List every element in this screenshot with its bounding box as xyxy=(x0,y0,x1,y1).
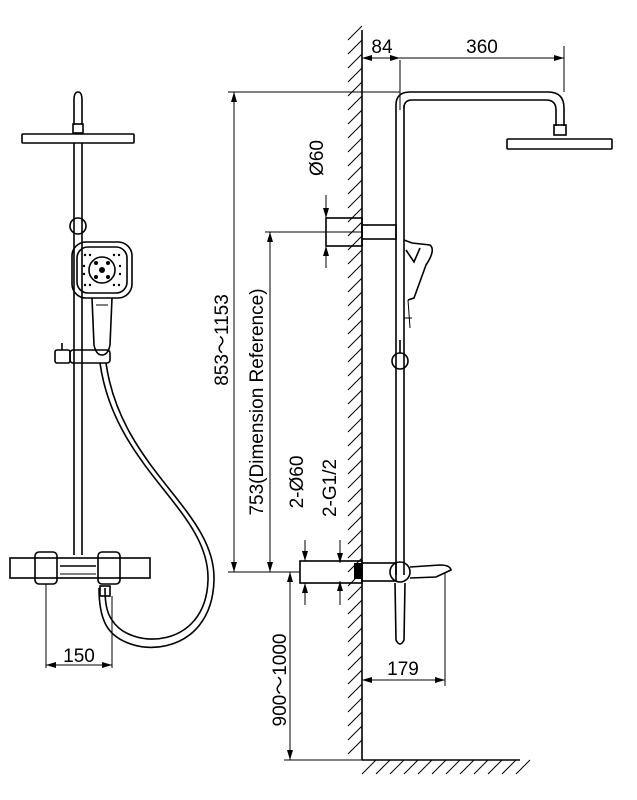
wall-hatch-line xyxy=(347,403,363,419)
wall-hatch-line xyxy=(347,249,363,265)
wall-hatch-line xyxy=(347,333,363,349)
dim-spout-reach: 179 xyxy=(362,572,446,686)
floor-hatch-line xyxy=(445,759,461,775)
slide-holder xyxy=(54,343,111,364)
wall-hatch-line xyxy=(347,137,363,153)
dim-inlet-thread-label: 2-G1/2 xyxy=(320,459,341,517)
wall-hatch-line xyxy=(347,263,363,279)
wall-hatch-line xyxy=(347,291,363,307)
wall-hatch-line xyxy=(347,305,363,321)
wall-hatch-line xyxy=(347,445,363,461)
wall-hatch-line xyxy=(347,711,363,727)
floor-hatch-line xyxy=(473,759,489,775)
front-view: 150 xyxy=(9,91,215,668)
side-view: 84 360 Ø60 853～1153 753(Dimension Refere… xyxy=(212,25,613,775)
dim-reference: 753(Dimension Reference) xyxy=(247,231,362,572)
wall-hatch-line xyxy=(347,431,363,447)
hand-shower xyxy=(71,241,133,356)
floor-hatch-line xyxy=(403,759,419,775)
side-riser-pipe xyxy=(395,60,565,575)
side-slide-knob xyxy=(391,352,409,370)
wall-hatch-line xyxy=(347,67,363,83)
side-mixer xyxy=(299,560,452,645)
wall-hatch-line xyxy=(347,655,363,671)
dim-pipe-diameter-label: Ø60 xyxy=(307,140,328,176)
wall-hatch-line xyxy=(347,123,363,139)
wall-hatch-line xyxy=(347,319,363,335)
wall-hatch-line xyxy=(347,221,363,237)
dim-top: 84 360 xyxy=(362,37,565,92)
wall-hatch-line xyxy=(347,697,363,713)
wall-hatch-line xyxy=(347,39,363,55)
rain-shower-head xyxy=(21,123,135,144)
wall-hatch-line xyxy=(347,585,363,601)
dim-overall-height-label: 853～1153 xyxy=(212,294,233,386)
wall-hatch-line xyxy=(347,375,363,391)
shower-column-pipe xyxy=(73,143,83,555)
wall-hatch-line xyxy=(347,613,363,629)
wall-hatch-line xyxy=(347,641,363,657)
floor-hatch-line xyxy=(375,759,391,775)
wall-hatch-line xyxy=(347,179,363,195)
shower-hose xyxy=(98,362,215,649)
dim-mount-height: 900～1000 xyxy=(270,572,362,761)
wall-hatch-line xyxy=(347,473,363,489)
wall-hatch-line xyxy=(347,487,363,503)
dim-valve-width: 150 xyxy=(45,584,113,668)
wall-hatch-line xyxy=(347,543,363,559)
dim-reference-label: 753(Dimension Reference) xyxy=(247,288,268,515)
floor-hatch-line xyxy=(487,759,503,775)
dim-mount-height-label: 900～1000 xyxy=(270,634,291,727)
wall xyxy=(347,25,531,775)
floor-hatch-line xyxy=(389,759,405,775)
wall-hatch-line xyxy=(347,207,363,223)
wall-hatch-line xyxy=(347,389,363,405)
wall-hatch-line xyxy=(347,683,363,699)
wall-hatch-line xyxy=(347,235,363,251)
wall-hatch-line xyxy=(347,501,363,517)
dim-overall-height: 853～1153 xyxy=(212,91,400,572)
wall-hatch-line xyxy=(347,515,363,531)
wall-hatch-line xyxy=(347,25,363,41)
wall-hatch-line xyxy=(347,627,363,643)
wall-hatch-line xyxy=(347,193,363,209)
wall-hatch-line xyxy=(347,529,363,545)
holder-knob xyxy=(69,217,87,235)
dim-inlets: 2-Ø60 2-G1/2 xyxy=(287,456,343,605)
mixer-valve xyxy=(9,551,151,597)
wall-hatch-line xyxy=(347,417,363,433)
wall-hatch-line xyxy=(347,165,363,181)
wall-hatch-line xyxy=(347,95,363,111)
floor-hatch-line xyxy=(431,759,447,775)
wall-hatch-line xyxy=(347,669,363,685)
dim-arm-reach-label: 360 xyxy=(466,37,498,58)
floor-hatch-line xyxy=(417,759,433,775)
wall-hatch-line xyxy=(347,725,363,741)
wall-hatch-line xyxy=(347,739,363,755)
dim-valve-width-label: 150 xyxy=(63,646,95,667)
floor-hatch-line xyxy=(515,759,531,775)
wall-hatch-line xyxy=(347,347,363,363)
wall-hatch-line xyxy=(347,109,363,125)
wall-hatch-line xyxy=(347,459,363,475)
dim-spout-reach-label: 179 xyxy=(387,659,419,680)
wall-hatch-line xyxy=(347,53,363,69)
wall-hatch-line xyxy=(347,599,363,615)
dim-pipe-diameter: Ø60 xyxy=(307,140,329,268)
floor-hatch-line xyxy=(361,759,377,775)
wall-hatch-line xyxy=(347,81,363,97)
side-hand-shower xyxy=(403,239,434,329)
floor-hatch-line xyxy=(459,759,475,775)
dim-inlet-diameter-label: 2-Ø60 xyxy=(287,456,308,509)
wall-hatch-line xyxy=(347,361,363,377)
dim-head-offset-label: 84 xyxy=(371,37,393,58)
wall-hatch-line xyxy=(347,151,363,167)
side-rain-head xyxy=(506,124,613,150)
wall-hatch-line xyxy=(347,277,363,293)
floor-hatch-line xyxy=(501,759,517,775)
